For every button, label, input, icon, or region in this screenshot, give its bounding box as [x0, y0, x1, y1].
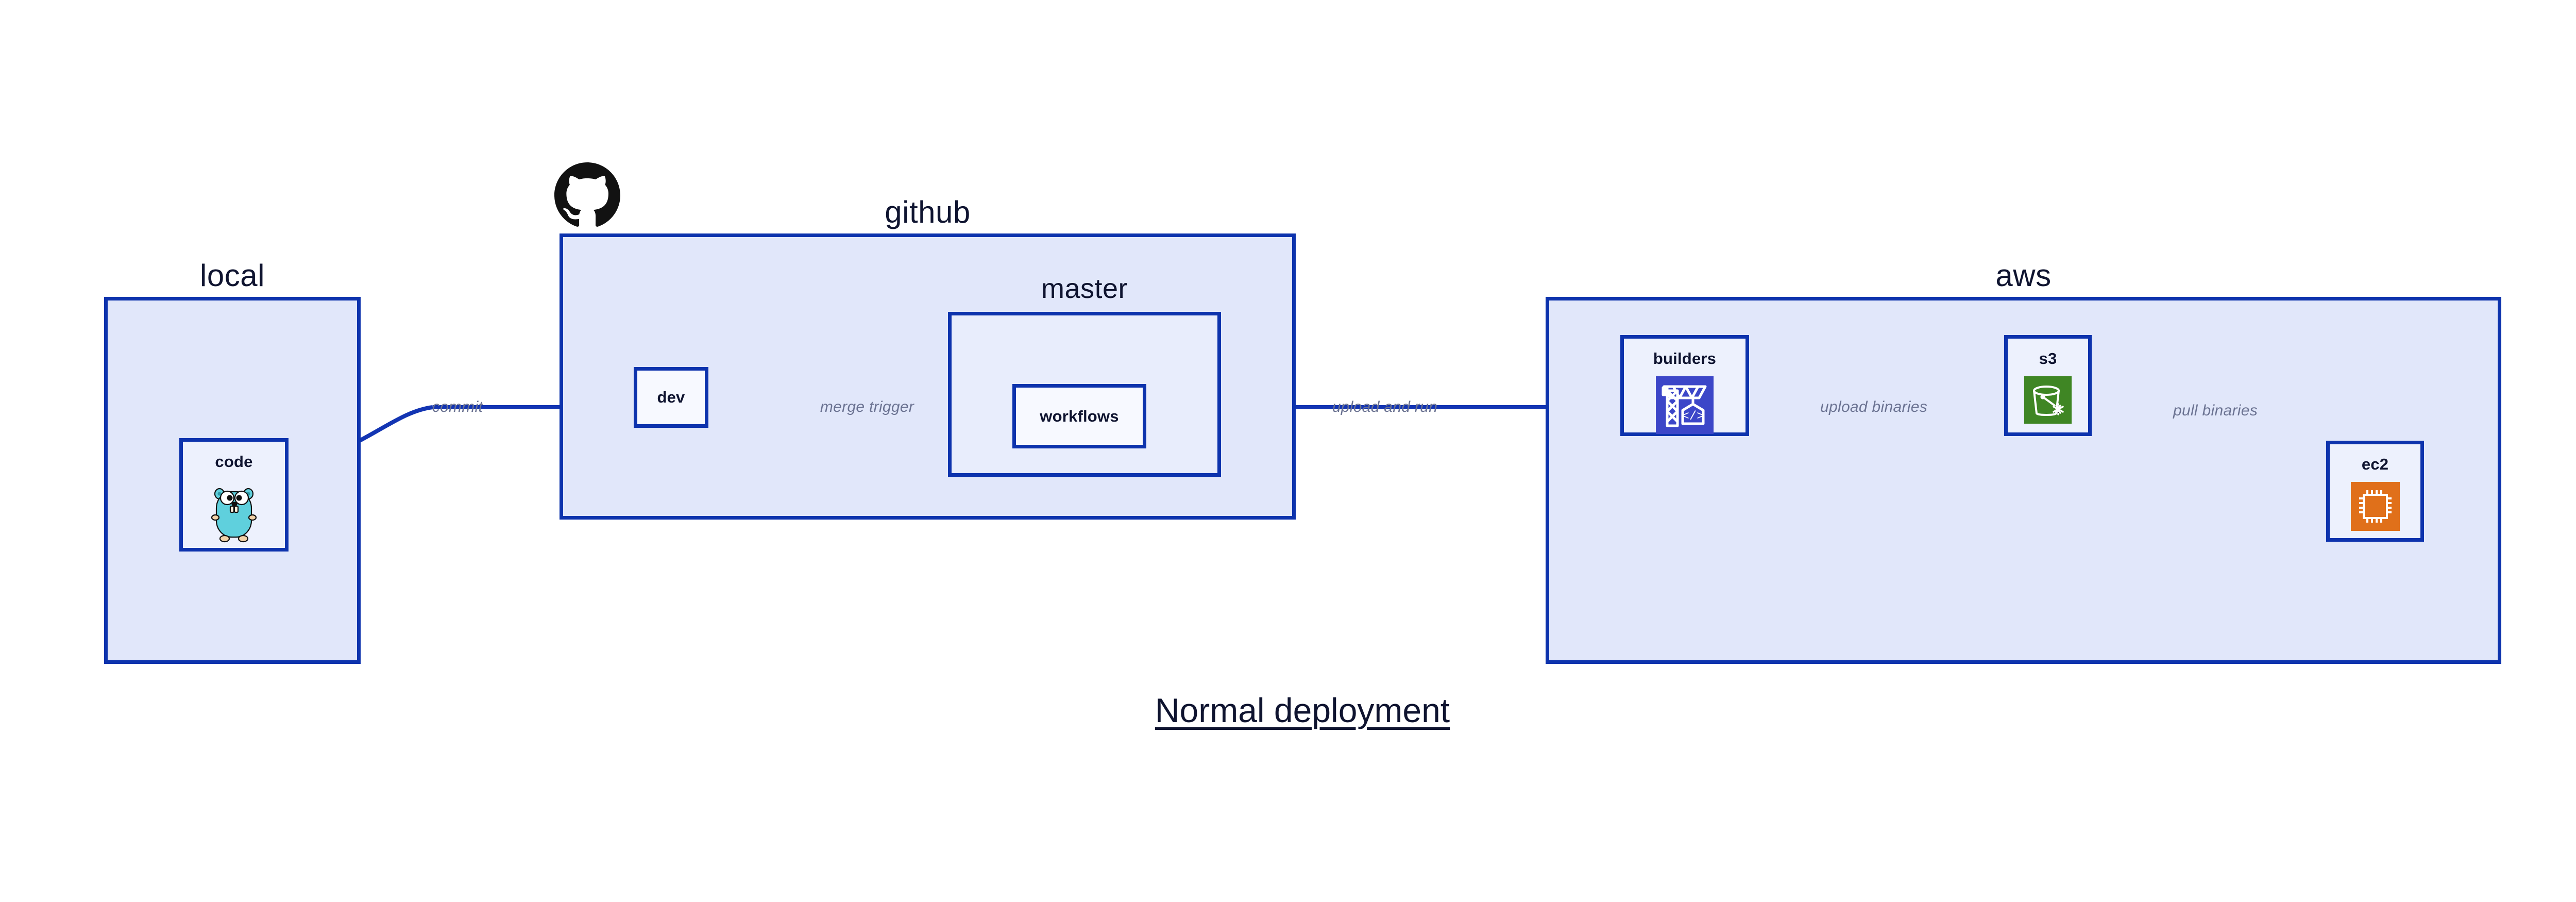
- node-code[interactable]: code: [179, 438, 289, 552]
- go-gopher-icon: [207, 479, 261, 547]
- subgroup-title-master: master: [1041, 273, 1128, 304]
- node-builders-label: builders: [1653, 349, 1717, 368]
- aws-codebuild-icon: </>: [1656, 376, 1714, 437]
- group-title-aws: aws: [1995, 258, 2052, 293]
- svg-text:</>: </>: [1682, 410, 1704, 424]
- edge-label-upload-binaries: upload binaries: [1820, 398, 1927, 415]
- edge-label-merge-trigger: merge trigger: [820, 398, 914, 415]
- node-ec2[interactable]: ec2: [2326, 441, 2424, 542]
- node-builders[interactable]: builders </>: [1620, 335, 1749, 436]
- edge-label-pull-binaries: pull binaries: [2173, 402, 2258, 419]
- node-code-label: code: [215, 453, 253, 471]
- edge-label-commit: commit: [432, 398, 483, 415]
- aws-ec2-icon: [2350, 482, 2400, 533]
- node-dev[interactable]: dev: [634, 367, 708, 428]
- group-title-local: local: [200, 258, 265, 293]
- node-ec2-label: ec2: [2361, 455, 2389, 473]
- node-workflows-label: workflows: [1040, 407, 1119, 425]
- edge-label-upload-and-run: upload and run: [1332, 398, 1438, 415]
- node-dev-label: dev: [657, 388, 685, 406]
- aws-s3-glacier-icon: [2024, 376, 2072, 426]
- github-octocat-logo: [554, 162, 620, 228]
- group-title-github: github: [885, 195, 971, 229]
- node-s3[interactable]: s3: [2004, 335, 2092, 436]
- node-workflows[interactable]: workflows: [1012, 384, 1146, 448]
- diagram-caption: Normal deployment: [1155, 691, 1450, 729]
- node-s3-label: s3: [2039, 349, 2057, 368]
